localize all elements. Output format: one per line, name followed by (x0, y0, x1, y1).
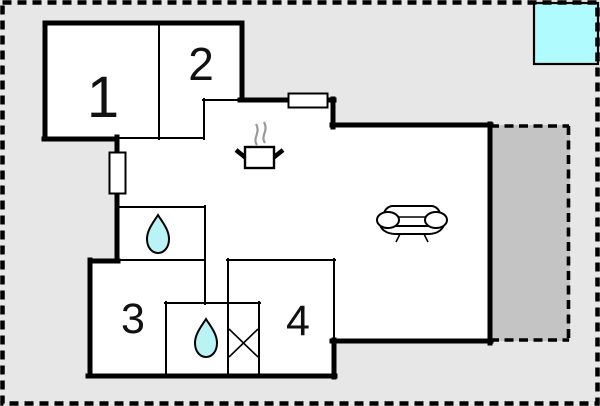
sofa-armrest (376, 211, 400, 229)
exterior-walls (41, 20, 494, 380)
interior-walls (116, 24, 336, 377)
building-footprint (45, 23, 490, 376)
sofa-leg (395, 233, 401, 243)
steam-line (262, 121, 267, 144)
water-drop-icon (145, 213, 171, 255)
window-left-icon (108, 151, 127, 195)
room-label-1: 1 (87, 65, 119, 130)
terrace-area (490, 124, 571, 342)
crossed-box-icon (228, 328, 259, 358)
room-label-4: 4 (286, 297, 310, 345)
sofa-leg (423, 233, 429, 243)
room-label-3: 3 (121, 295, 145, 343)
pool-square (532, 1, 600, 66)
water-drop-icon (193, 317, 219, 359)
steaming-pot-icon (234, 121, 285, 170)
pot-body (243, 145, 276, 170)
window-top-icon (287, 92, 329, 109)
steam-line (254, 123, 259, 146)
terrace-fill (490, 125, 570, 341)
terrace-dashed-border (490, 124, 571, 342)
sofa-icon (376, 205, 448, 243)
room-label-2: 2 (188, 38, 214, 90)
sofa-armrest (424, 211, 448, 229)
